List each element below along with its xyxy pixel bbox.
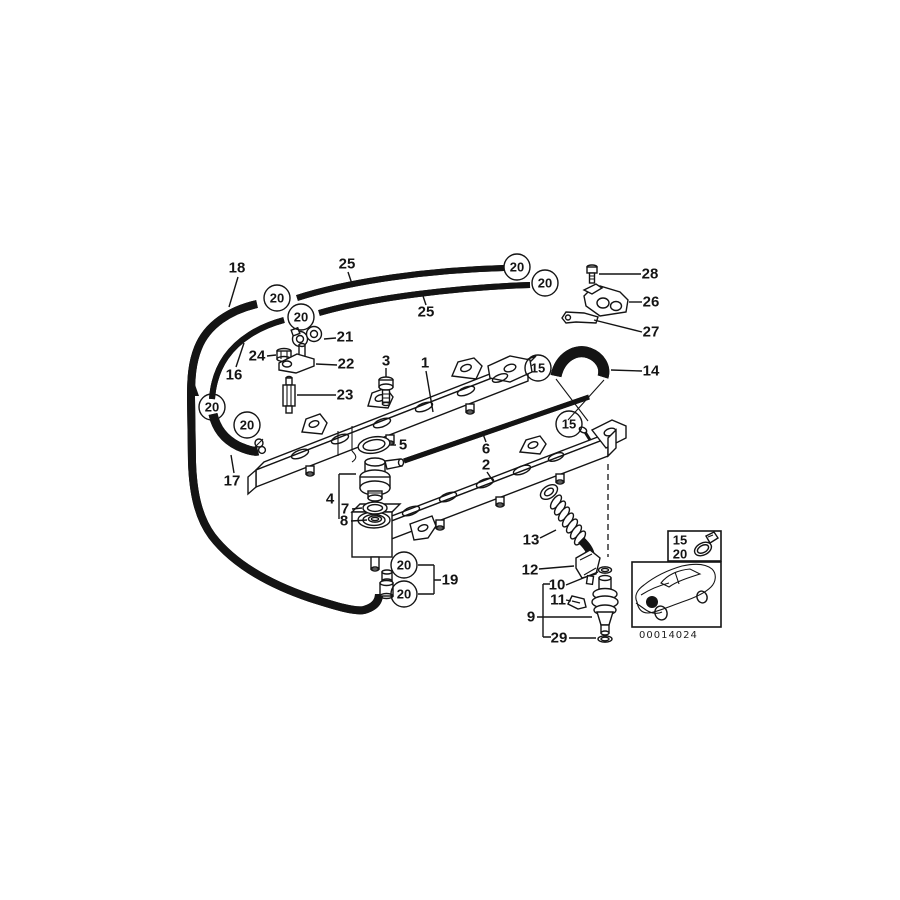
callout-17: 17 — [224, 473, 241, 490]
svg-text:20: 20 — [294, 310, 308, 325]
svg-text:20: 20 — [270, 291, 284, 306]
hose-clamp-icon — [693, 531, 719, 557]
callout-12: 12 — [522, 562, 539, 579]
callout-11: 11 — [550, 592, 566, 609]
callout-19: 19 — [442, 572, 459, 589]
callout-1: 1 — [421, 355, 429, 372]
svg-text:20: 20 — [240, 418, 254, 433]
car-silhouette — [635, 563, 716, 621]
pipe-25-lower — [319, 285, 530, 313]
callout-26: 26 — [643, 294, 660, 311]
flow-arrow — [187, 379, 199, 396]
callout-23: 23 — [337, 387, 354, 404]
callout-9: 9 — [527, 609, 535, 626]
nut-24 — [276, 347, 292, 363]
svg-text:20: 20 — [397, 558, 411, 573]
pressure-regulator-4 — [359, 457, 405, 502]
o-ring-29 — [597, 635, 613, 643]
callout-29: 29 — [551, 630, 568, 647]
circled-callout-20-g: 20 — [390, 551, 418, 579]
circled-callout-20-f: 20 — [233, 411, 261, 439]
return-hose-18 — [186, 304, 379, 610]
bolt-28 — [586, 264, 598, 284]
circled-callout-20-h: 20 — [390, 580, 418, 608]
seal-ring-5 — [357, 435, 391, 455]
callout-5: 5 — [399, 437, 407, 454]
bracket-26 — [582, 283, 629, 317]
callout-27: 27 — [643, 324, 660, 341]
callout-14: 14 — [643, 363, 660, 380]
ring-8 — [367, 515, 383, 523]
callout-22: 22 — [338, 356, 355, 373]
callout-21: 21 — [337, 329, 354, 346]
fuel-injector-9 — [591, 574, 619, 636]
svg-text:20: 20 — [510, 260, 524, 275]
clamp-legend-box: 15 20 — [667, 530, 722, 562]
bracket-22 — [278, 342, 315, 374]
leader-lines — [228, 271, 643, 639]
pipe-clamp-21 — [290, 325, 323, 348]
callout-2: 2 — [482, 457, 490, 474]
svg-text:20: 20 — [205, 400, 219, 415]
crossover-hose-14 — [556, 352, 604, 422]
callout-25b: 25 — [418, 304, 435, 321]
svg-text:20: 20 — [397, 587, 411, 602]
location-dot — [646, 596, 658, 608]
circled-callout-20-b: 20 — [287, 303, 315, 331]
circled-callout-15-b: 15 — [555, 410, 583, 438]
circled-callout-20-a: 20 — [263, 284, 291, 312]
circled-callout-20-c: 20 — [503, 253, 531, 281]
o-ring-7 — [362, 501, 388, 515]
callout-28: 28 — [642, 266, 659, 283]
svg-text:20: 20 — [538, 276, 552, 291]
callout-13: 13 — [523, 532, 540, 549]
retainer-clip-11 — [567, 595, 587, 610]
callout-16: 16 — [226, 367, 243, 384]
callout-6: 6 — [482, 441, 490, 458]
circled-callout-15-a: 15 — [524, 354, 552, 382]
callout-18: 18 — [229, 260, 246, 277]
connector-12 — [575, 549, 601, 586]
bolt-3 — [378, 376, 394, 407]
spacer-stud-23 — [282, 375, 296, 414]
callout-24: 24 — [249, 348, 266, 365]
pipe-25-upper — [297, 268, 504, 298]
feed-pipe-16 — [212, 320, 284, 399]
callout-4: 4 — [326, 491, 335, 508]
o-ring-10 — [597, 566, 613, 574]
fuel-rail-1 — [247, 355, 537, 496]
circled-callout-20-e: 20 — [198, 393, 226, 421]
legend-15: 15 — [673, 533, 687, 548]
svg-text:15: 15 — [562, 417, 576, 432]
circled-callout-20-d: 20 — [531, 269, 559, 297]
legend-20: 20 — [673, 547, 687, 562]
car-locator-box: 00014024 — [631, 561, 722, 641]
vacuum-pipe-6 — [404, 397, 589, 461]
callout-10: 10 — [549, 577, 566, 594]
callout-7: 7 — [341, 501, 349, 518]
svg-text:15: 15 — [531, 361, 545, 376]
callout-8: 8 — [340, 513, 348, 530]
lever-27 — [561, 311, 599, 324]
vent-hose-13 — [539, 483, 591, 556]
callout-3: 3 — [382, 353, 390, 370]
drawing-number: 00014024 — [639, 630, 698, 641]
callout-25a: 25 — [339, 256, 356, 273]
